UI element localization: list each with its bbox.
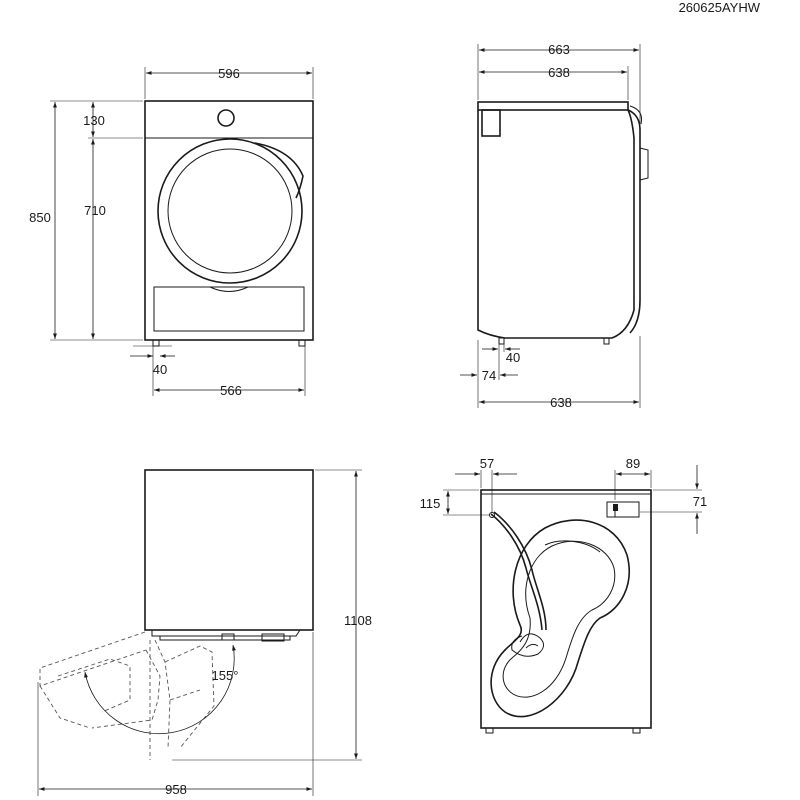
side-door-handle [639,147,649,181]
front-foot-label: 40 [153,362,167,377]
door-view-height-label: 1108 [344,613,372,628]
rear-duct-outline [490,519,630,718]
front-foot-right [298,339,306,347]
front-kick-handle [209,286,249,292]
side-door-profile [627,109,641,334]
door-angle-label: 155° [212,668,239,683]
side-depth-label: 638 [548,65,570,80]
front-cabinet [144,100,314,341]
side-foot-rear [498,337,505,345]
rear-cabinet [480,489,652,729]
front-door-height-label: 710 [84,203,106,218]
drain-hose-coil [511,633,544,657]
side-base-depth-label: 638 [550,395,572,410]
document-code: 260625AYHW [679,0,761,15]
door-open-view: 155° 1108 958 [37,469,372,797]
side-foot-front [603,337,610,345]
front-height-label: 850 [29,210,51,225]
drain-hose [490,513,543,631]
rear-left-offset-label: 57 [480,456,494,471]
rear-right-offset-label: 89 [626,456,640,471]
front-door-hinge-bulge [254,142,304,199]
rear-right-height-label: 71 [693,494,707,509]
front-width-label: 596 [218,66,240,81]
rear-foot-right [632,727,641,734]
side-view: 663 638 40 74 638 [460,42,649,410]
door-swing-width-label: 958 [165,782,187,797]
drain-hose-outlet-icon [489,512,495,518]
door-view-plinth [151,629,301,637]
front-kick-panel [153,286,305,332]
program-knob-icon [217,109,235,127]
side-depth-total-label: 663 [548,42,570,57]
side-cabinet [477,109,635,339]
front-foot-left [152,339,160,347]
rear-foot-left [485,727,494,734]
door-swing-arc [84,644,236,735]
door-view-cabinet [144,469,314,631]
front-top-panel-label: 130 [83,113,105,128]
rear-left-height-label: 115 [420,496,441,511]
rear-duct-inner [502,540,616,698]
rear-connector-box [606,501,640,518]
front-view: 596 850 130 710 40 566 [29,66,314,398]
side-rear-vent [481,109,501,137]
side-rear-offset-label: 74 [482,368,496,383]
front-door-glass [167,148,293,274]
rear-view: 57 89 115 71 [420,456,707,734]
side-top-slab [477,101,629,111]
front-foot-span-label: 566 [220,383,242,398]
side-foot-label: 40 [506,350,520,365]
front-door-ring [157,138,303,284]
